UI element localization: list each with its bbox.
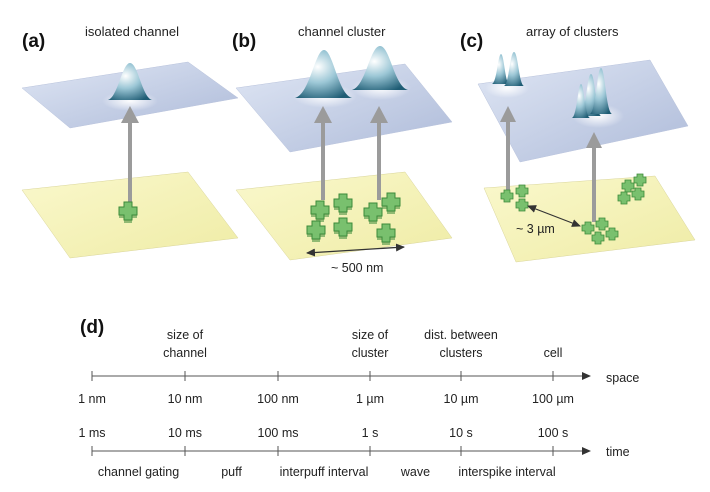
time-event-label: interspike interval — [458, 465, 555, 479]
time-axis-events: channel gating puff interpuff interval wave… — [98, 465, 556, 479]
panel-b-lower-plane — [235, 171, 453, 261]
panel-c-lower-plane — [483, 175, 696, 263]
space-tick-label: 10 nm — [168, 392, 203, 406]
panel-b-title: channel cluster — [298, 24, 386, 39]
panel-b-upper-surface — [235, 63, 453, 153]
panel-b-label: (b) — [232, 31, 256, 52]
space-annotation-line1: size of — [167, 328, 204, 342]
panel-a: (a) isolated channel — [21, 24, 239, 259]
space-axis-name: space — [606, 371, 639, 385]
panel-b-peak-right — [352, 46, 408, 90]
panel-a-peak — [108, 63, 152, 100]
space-annotation-line2: clusters — [439, 346, 482, 360]
time-event-label: channel gating — [98, 465, 179, 479]
space-axis-annotations: size of channel size of cluster dist. betwee… — [163, 328, 562, 360]
space-tick-label: 1 µm — [356, 392, 384, 406]
panel-c-scale-arrow — [527, 205, 581, 227]
space-annotation-line2: cell — [544, 346, 563, 360]
panel-a-title: isolated channel — [85, 24, 179, 39]
time-tick-label: 100 s — [538, 426, 569, 440]
space-annotation-line1: size of — [352, 328, 389, 342]
time-event-label: interpuff interval — [280, 465, 369, 479]
space-axis-ticks: 1 nm 10 nm 100 nm 1 µm 10 µm 100 µm — [78, 371, 574, 406]
space-annotation-line1: dist. between — [424, 328, 498, 342]
panel-c-scale-label: ~ 3 µm — [516, 222, 555, 236]
time-tick-label: 10 s — [449, 426, 473, 440]
panel-c-peak-right-2 — [590, 68, 612, 114]
space-tick-label: 100 nm — [257, 392, 299, 406]
space-annotation-line2: cluster — [352, 346, 389, 360]
panel-c-peak-left-1 — [492, 54, 509, 84]
space-tick-label: 100 µm — [532, 392, 574, 406]
space-tick-label: 1 nm — [78, 392, 106, 406]
panel-c-title: array of clusters — [526, 24, 619, 39]
space-tick-label: 10 µm — [444, 392, 479, 406]
time-axis-ticks: 1 ms 10 ms 100 ms 1 s 10 s 100 s — [78, 426, 568, 456]
space-annotation-line2: channel — [163, 346, 207, 360]
panel-a-label: (a) — [22, 31, 45, 52]
panel-b-peak-left — [295, 50, 352, 98]
time-event-label: wave — [400, 465, 430, 479]
time-tick-label: 100 ms — [258, 426, 299, 440]
time-event-label: puff — [221, 465, 242, 479]
time-axis-name: time — [606, 445, 630, 459]
panel-d-label: (d) — [80, 317, 104, 338]
time-tick-label: 1 ms — [78, 426, 105, 440]
panel-c-label: (c) — [460, 31, 483, 52]
panel-c-peak-left-2 — [504, 52, 524, 86]
panel-c-peak-right-3 — [572, 84, 590, 118]
panel-b: (b) channel cluster ~ 500 nm — [232, 24, 453, 275]
panel-c: (c) array of clusters — [460, 24, 696, 263]
time-tick-label: 10 ms — [168, 426, 202, 440]
time-tick-label: 1 s — [362, 426, 379, 440]
panel-d: (d) space 1 nm 10 nm 100 nm 1 µm 10 µm 100 µm… — [78, 317, 639, 479]
panel-b-scale-label: ~ 500 nm — [331, 261, 383, 275]
panel-b-scale-arrow — [306, 243, 405, 257]
